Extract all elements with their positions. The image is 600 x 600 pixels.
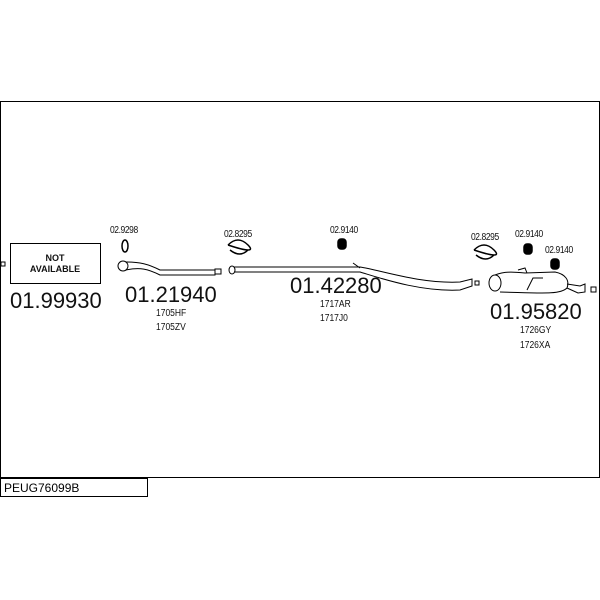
diagram-id-label: PEUG76099B (0, 478, 148, 497)
part-ref: 1726XA (520, 340, 551, 351)
clamp-icon (473, 244, 498, 260)
part-number: 01.99930 (10, 288, 102, 313)
not-available-box (10, 243, 101, 284)
rubber-mount-icon (337, 238, 347, 250)
part-ref: 1717AR (320, 299, 351, 310)
accessory-icons (121, 238, 560, 270)
accessory-code: 02.9140 (515, 229, 543, 240)
part-number: 01.95820 (490, 299, 582, 324)
front-pipe (117, 260, 222, 276)
part-ref: 1726GY (520, 325, 552, 336)
middle-pipe (228, 262, 480, 291)
accessory-code: 02.8295 (471, 232, 499, 243)
part-ref: 1705HF (156, 308, 187, 319)
accessory-code: 02.9298 (110, 225, 138, 236)
clamp-icon (227, 239, 252, 255)
not-available-text: NOT AVAILABLE (29, 253, 81, 274)
rubber-mount-icon (523, 243, 533, 255)
part-number: 01.21940 (125, 282, 217, 307)
rear-silencer (488, 267, 597, 294)
part-number: 01.42280 (290, 273, 382, 298)
accessory-code: 02.9140 (330, 225, 358, 236)
accessory-code: 02.9140 (545, 245, 573, 256)
part-ref: 1717J0 (320, 313, 348, 324)
part-ref: 1705ZV (156, 322, 186, 333)
accessory-code: 02.8295 (224, 229, 252, 240)
ring-gasket-icon (121, 239, 129, 253)
rubber-mount-icon (550, 258, 560, 270)
